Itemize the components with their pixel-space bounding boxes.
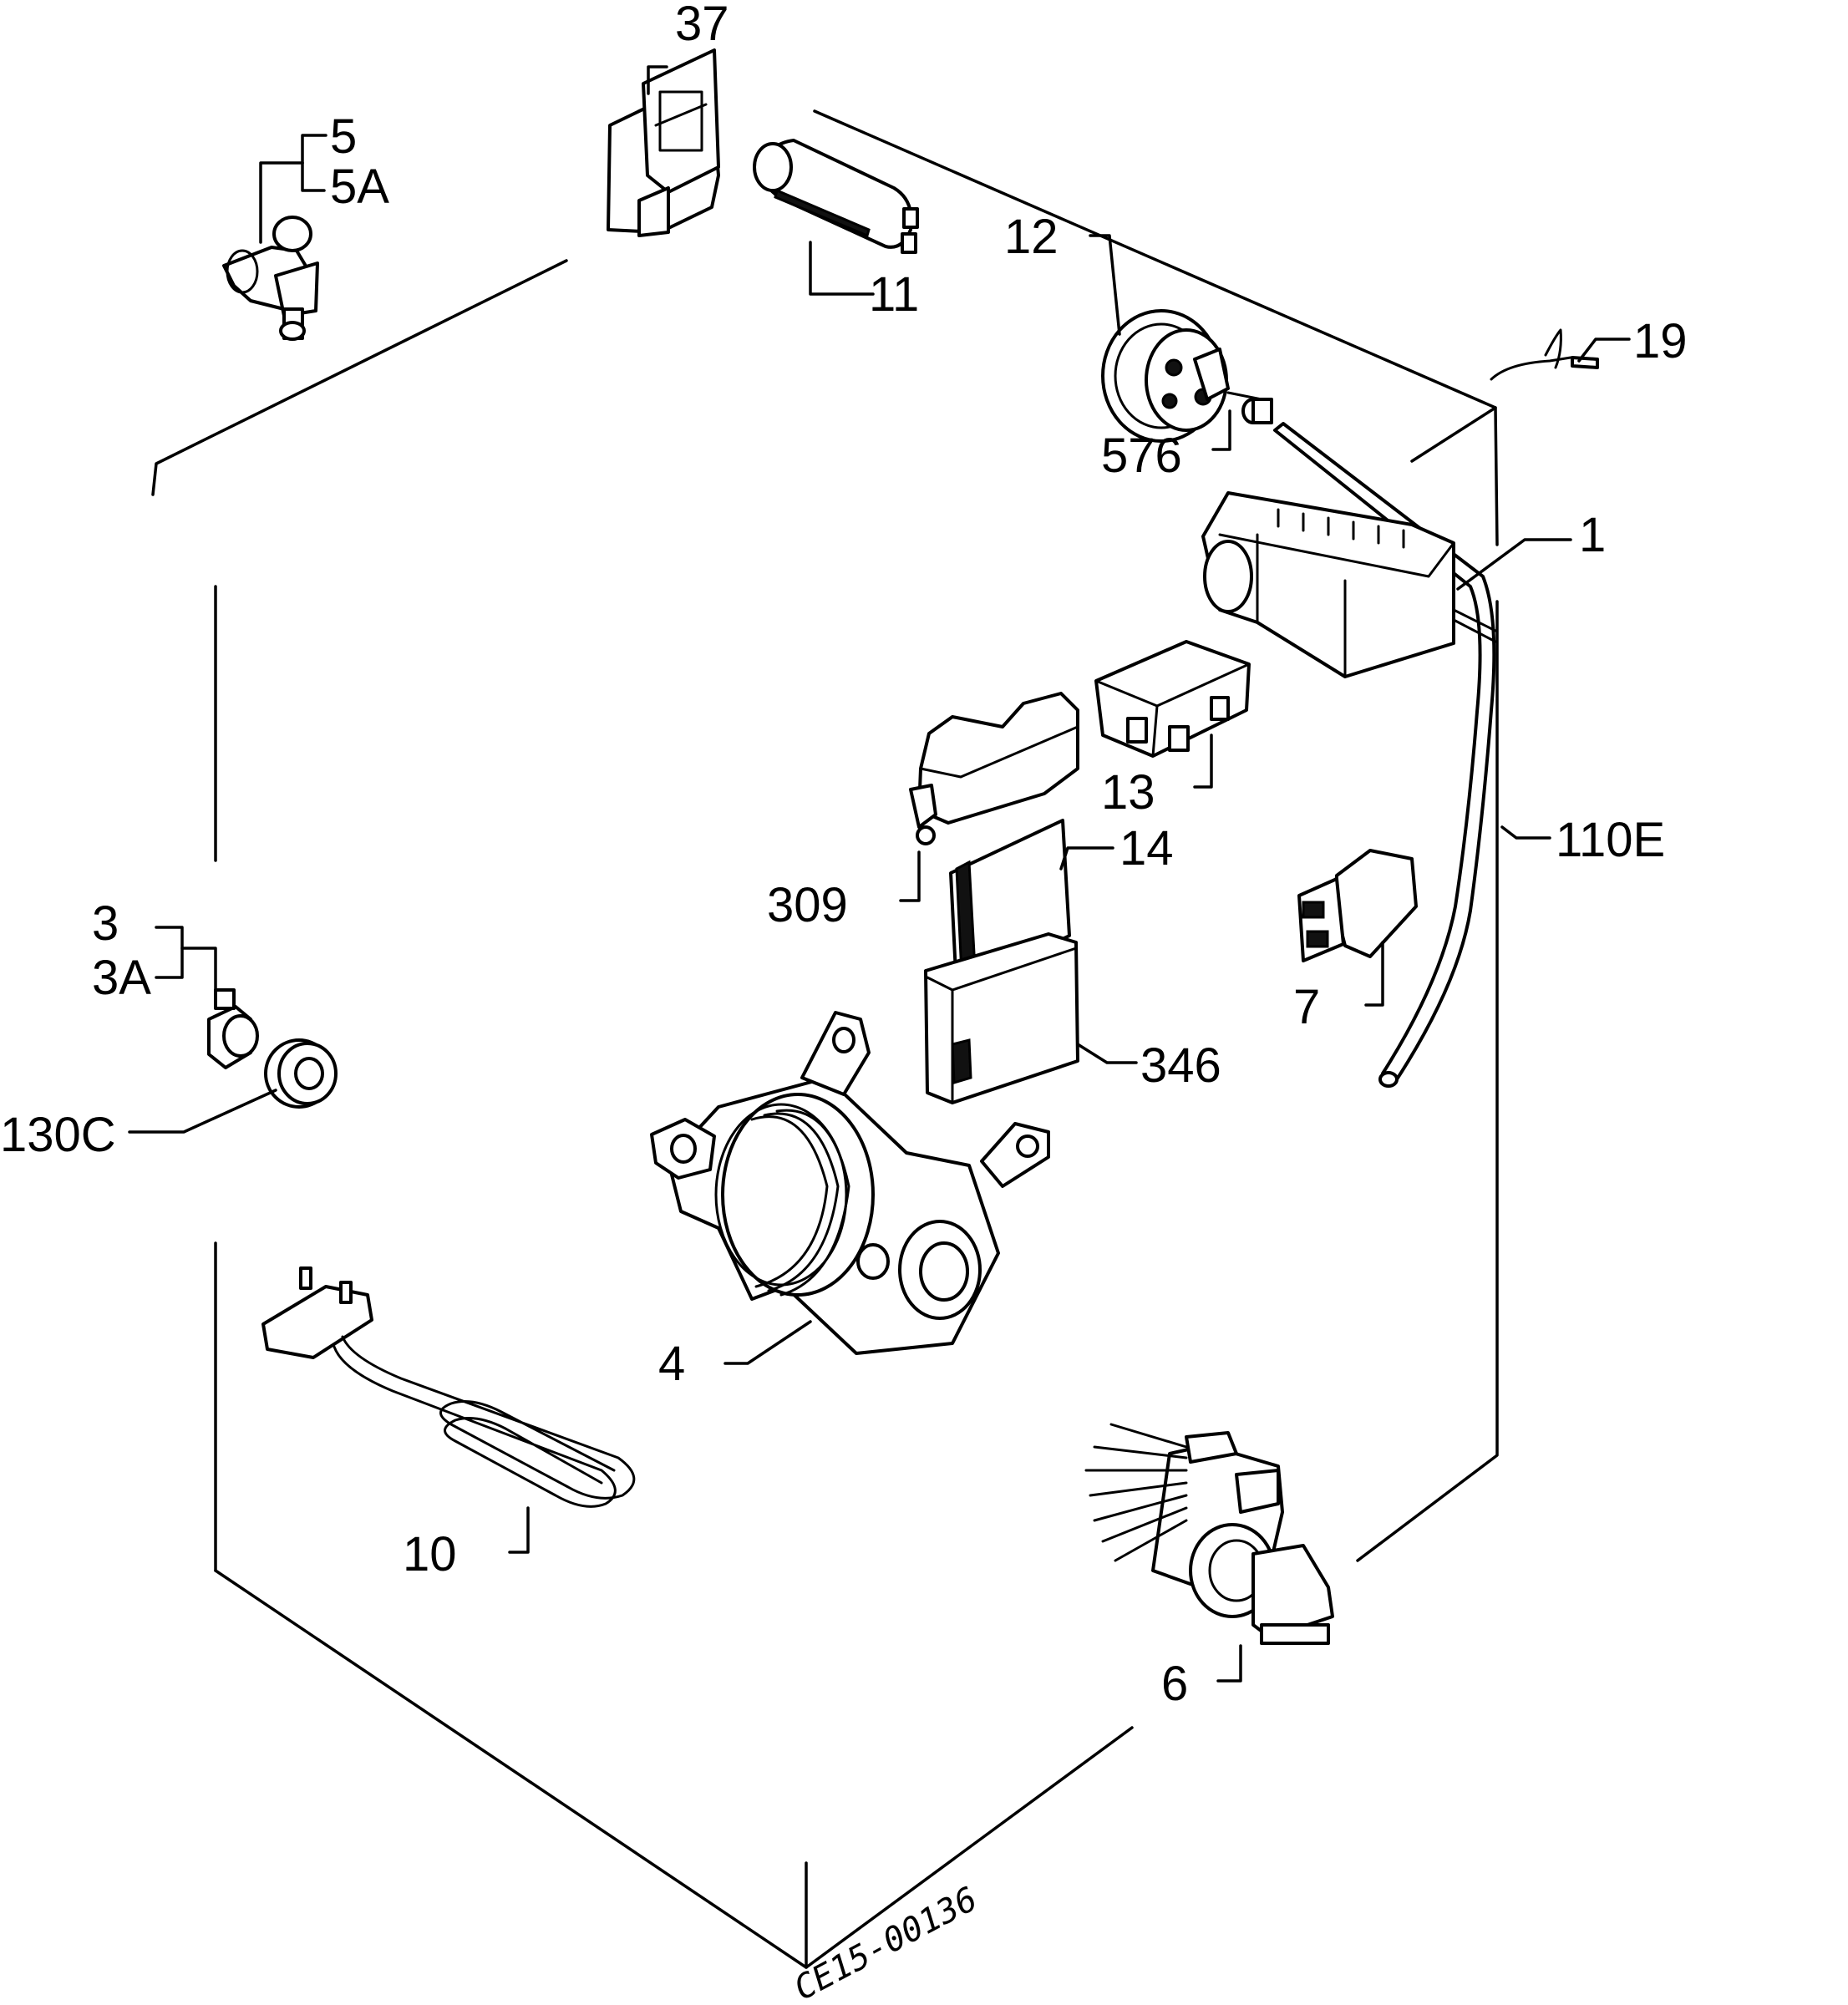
drawing-code: CE15-00136 bbox=[788, 1880, 983, 2005]
callout-7: 7 bbox=[1293, 980, 1320, 1034]
nipple-part bbox=[1241, 398, 1273, 424]
callout-130c: 130C bbox=[0, 1108, 116, 1162]
water-valve-part bbox=[222, 216, 319, 341]
callout-37: 37 bbox=[675, 0, 729, 51]
switch-block-part bbox=[1094, 640, 1251, 758]
callout-110e: 110E bbox=[1556, 813, 1665, 867]
cover-part bbox=[909, 692, 1079, 845]
callout-346: 346 bbox=[1140, 1038, 1221, 1093]
callout-19: 19 bbox=[1633, 314, 1688, 368]
callout-576: 576 bbox=[1101, 429, 1182, 483]
callout-5: 5 bbox=[330, 109, 357, 164]
callout-1: 1 bbox=[1579, 508, 1606, 562]
clip-part bbox=[1490, 328, 1599, 381]
heating-element-part bbox=[261, 1266, 636, 1508]
callout-4: 4 bbox=[658, 1337, 685, 1391]
callout-309: 309 bbox=[767, 878, 848, 932]
hose-part bbox=[1273, 422, 1496, 1088]
callout-5a: 5A bbox=[330, 160, 389, 214]
cabinet-outline bbox=[151, 109, 1499, 1969]
module-housing-part bbox=[924, 932, 1079, 1104]
pressure-switch-part bbox=[1101, 309, 1263, 443]
filter-part bbox=[1297, 849, 1418, 962]
programmer-part bbox=[1201, 491, 1497, 678]
motor-part bbox=[650, 1011, 1050, 1355]
callout-11: 11 bbox=[869, 267, 919, 322]
drain-pump-part bbox=[1084, 1423, 1334, 1645]
callout-13: 13 bbox=[1101, 765, 1155, 820]
door-lock-part bbox=[607, 48, 720, 237]
thermostat-part bbox=[207, 988, 259, 1069]
callout-6: 6 bbox=[1161, 1657, 1188, 1711]
callout-3: 3 bbox=[92, 896, 119, 951]
callout-3a: 3A bbox=[92, 951, 151, 1005]
capacitor-part bbox=[753, 139, 919, 254]
callout-10: 10 bbox=[403, 1527, 457, 1581]
callout-12: 12 bbox=[1004, 210, 1059, 264]
leader-lines bbox=[128, 65, 1631, 1683]
callout-14: 14 bbox=[1119, 821, 1174, 876]
gasket-part bbox=[264, 1038, 338, 1109]
callout-labels: 37 5 5A 11 12 19 576 1 13 14 110E 309 3 … bbox=[0, 0, 1688, 1711]
